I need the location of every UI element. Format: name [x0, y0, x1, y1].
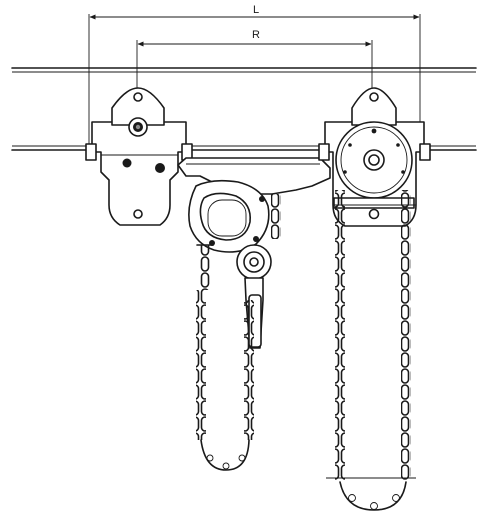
right-trolley-plate — [318, 87, 431, 227]
dimension-l-label: L — [253, 4, 259, 16]
left-trolley-plate — [85, 87, 193, 226]
dimension-r: R — [136, 29, 373, 100]
dimension-r-label: R — [252, 29, 260, 41]
lever-hoist — [188, 179, 272, 349]
chains — [196, 190, 416, 511]
